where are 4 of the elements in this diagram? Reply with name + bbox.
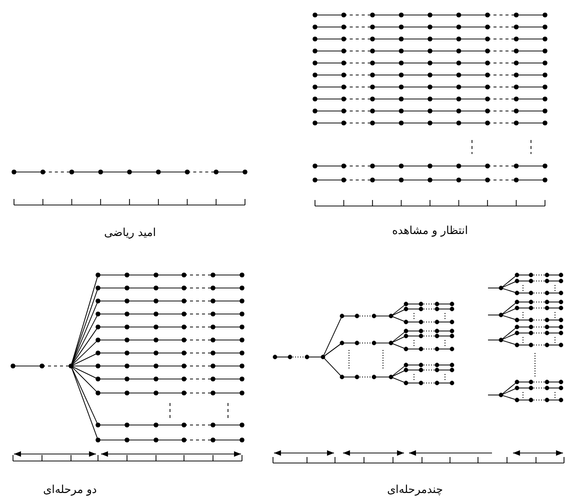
caption: امید ریاضی	[104, 226, 156, 239]
caption: چندمرحله‌ای	[387, 483, 443, 496]
caption: دو مرحله‌ای	[43, 483, 97, 496]
caption: انتظار و مشاهده	[392, 224, 468, 237]
